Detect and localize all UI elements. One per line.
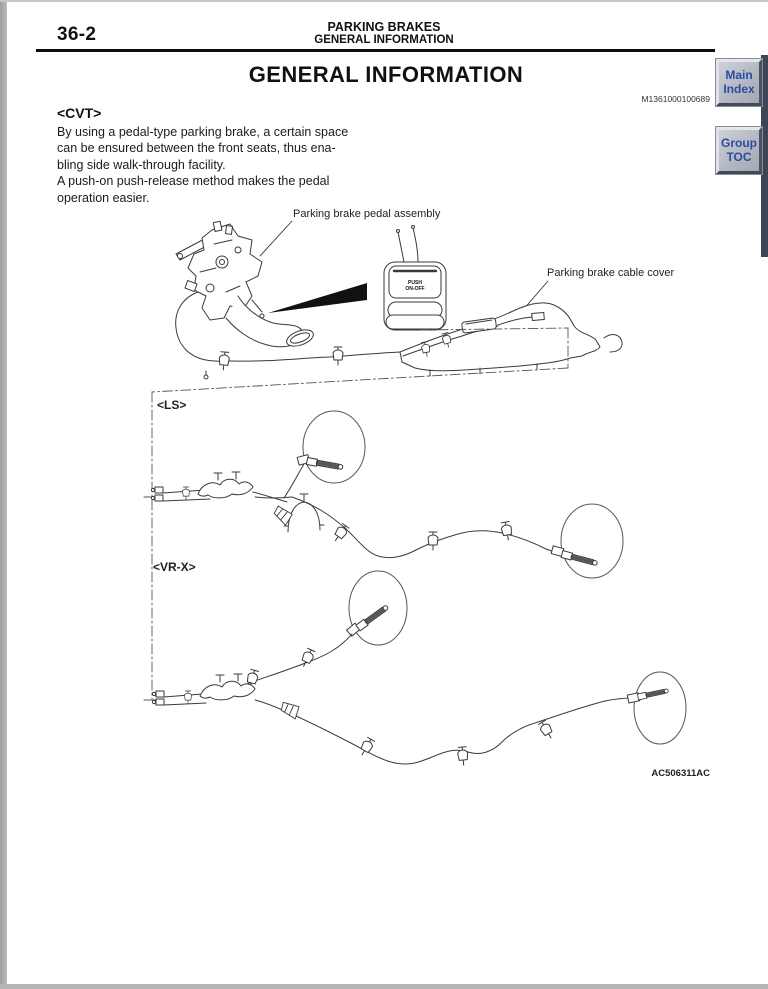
section-heading-cvt: <CVT> (57, 105, 102, 121)
header-rule (36, 49, 715, 52)
page-edge-top (0, 0, 768, 2)
body-line-2: can be ensured between the front seats, … (57, 141, 336, 156)
group-toc-label-line1: Group (721, 135, 757, 150)
doc-code: M1361000100689 (641, 94, 710, 104)
pedal-pad-drawing: PUSH ON-OFF (383, 225, 447, 331)
figure-label-cable-cover: Parking brake cable cover (547, 267, 675, 279)
page-number: 36-2 (57, 24, 97, 45)
ls-cable-drawing (150, 410, 624, 579)
main-index-label-line2: Index (723, 81, 755, 96)
car-underbody-drawing (399, 302, 623, 377)
window-edge-fragment (761, 55, 768, 257)
vrx-cable-drawing (151, 570, 687, 766)
group-toc-button[interactable]: Group TOC (716, 127, 762, 174)
figure-code: AC506311AC (651, 768, 710, 779)
figure-label-ls: <LS> (157, 398, 187, 412)
projection-dash-lines (151, 327, 569, 701)
pedal-pad-text-line1: PUSH (408, 280, 422, 286)
body-line-5: operation easier. (57, 190, 150, 205)
main-index-label-line1: Main (725, 67, 753, 82)
body-paragraph: By using a pedal-type parking brake, a c… (57, 124, 397, 206)
projection-ticks (143, 496, 159, 701)
group-toc-label-line2: TOC (726, 149, 752, 164)
figure-label-pedal-assembly: Parking brake pedal assembly (293, 208, 441, 220)
page-edge-bottom (0, 984, 768, 989)
running-header-line2: GENERAL INFORMATION (314, 34, 454, 47)
leader-lines (259, 220, 549, 328)
pedal-assembly-drawing (175, 220, 401, 380)
pedal-pad-text-line2: ON-OFF (405, 286, 424, 292)
page-title: GENERAL INFORMATION (248, 62, 524, 87)
page-edge-left (0, 0, 7, 989)
body-line-1: By using a pedal-type parking brake, a c… (57, 125, 349, 139)
main-index-button[interactable]: Main Index (716, 59, 762, 106)
running-header-line1: PARKING BRAKES (327, 20, 441, 34)
figure-label-vrx: <VR-X> (153, 560, 196, 574)
body-line-3: bling side walk-through facility. (57, 157, 226, 172)
body-line-4: A push-on push-release method makes the … (57, 174, 330, 189)
pointer-wedge-arrow (268, 283, 367, 313)
running-header: PARKING BRAKES GENERAL INFORMATION (60, 20, 708, 47)
